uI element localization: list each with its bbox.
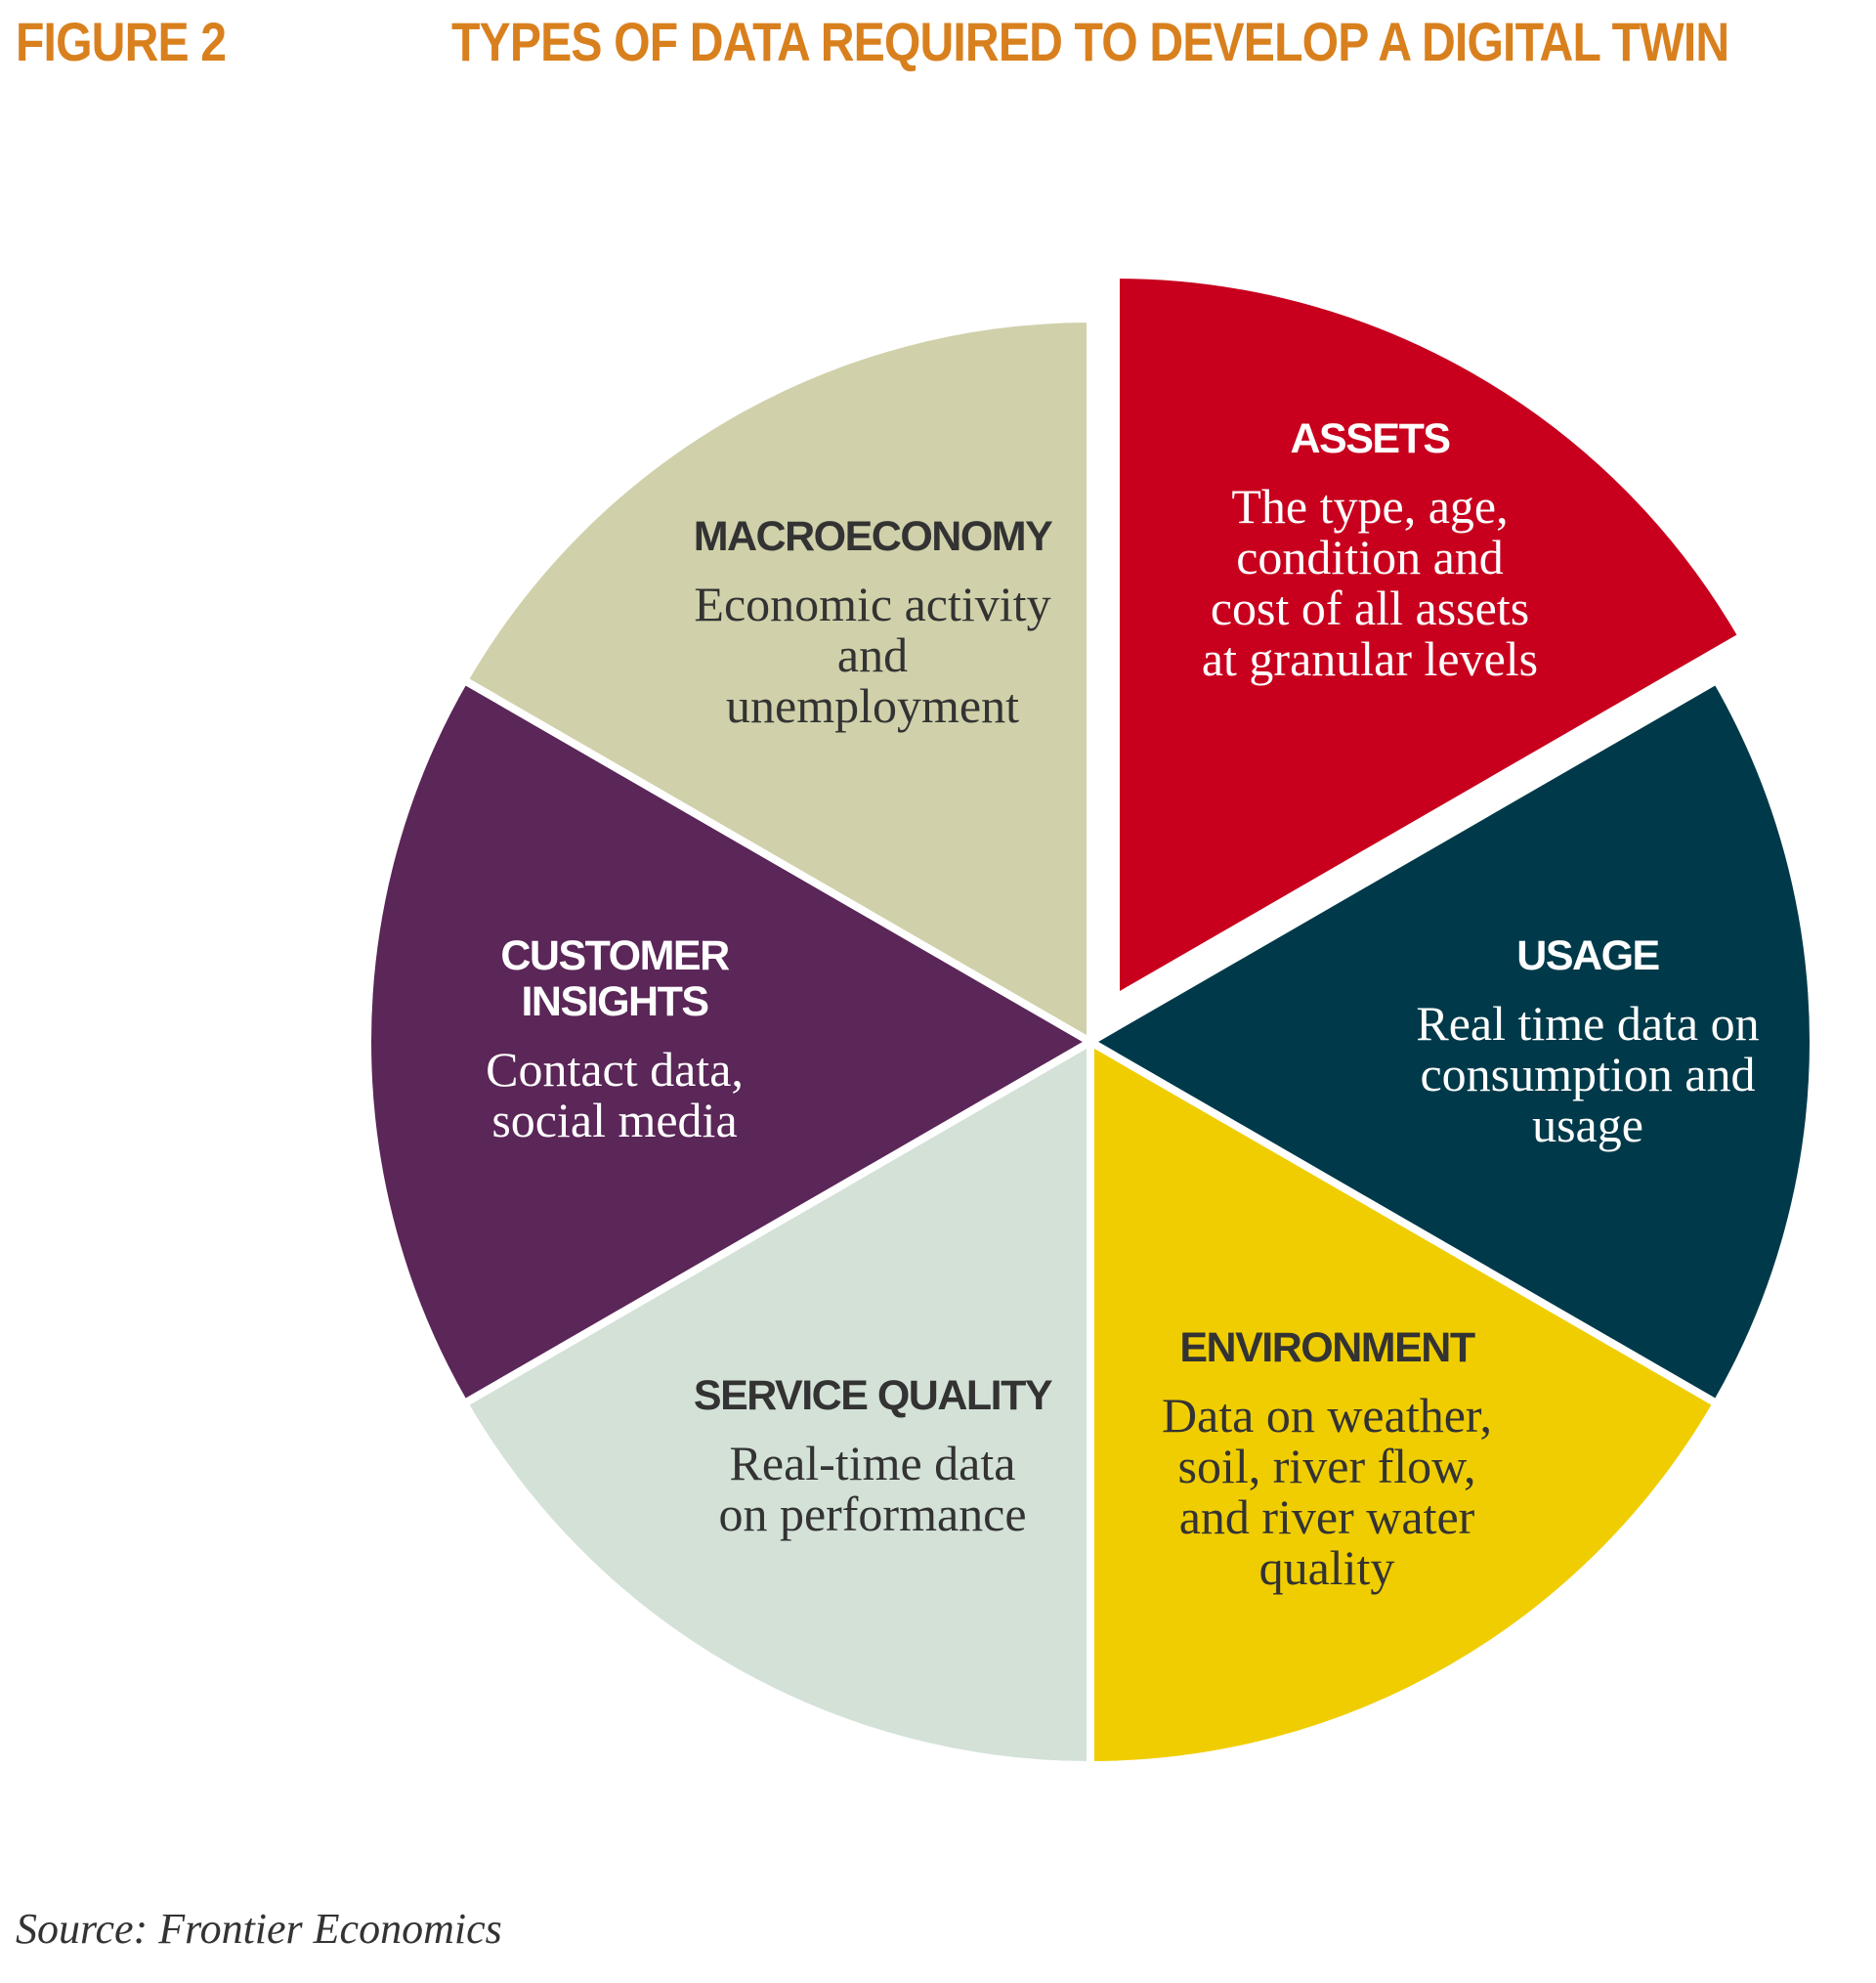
source-note: Source: Frontier Economics	[16, 1905, 502, 1953]
slice-environment	[1087, 1038, 1721, 1769]
slice-macroeconomy	[460, 315, 1094, 1046]
segment-name: USAGE	[1516, 932, 1658, 979]
segment-description: Contact data,social media	[486, 1042, 744, 1147]
pie-slices	[363, 270, 1817, 1769]
segment-name: ASSETS	[1290, 415, 1449, 462]
segment-name: MACROECONOMY	[694, 513, 1052, 560]
slice-usage	[1087, 676, 1817, 1407]
segment-name: SERVICE QUALITY	[694, 1372, 1052, 1419]
slice-customer-insights	[363, 676, 1094, 1407]
slice-assets	[1112, 270, 1746, 1002]
segment-name: ENVIRONMENT	[1179, 1324, 1474, 1371]
figure-title: TYPES OF DATA REQUIRED TO DEVELOP A DIGI…	[451, 11, 1729, 72]
segment-description: Data on weather,soil, river flow,and riv…	[1162, 1388, 1492, 1595]
slice-service-quality	[460, 1038, 1094, 1769]
figure-label: FIGURE 2	[16, 11, 227, 72]
